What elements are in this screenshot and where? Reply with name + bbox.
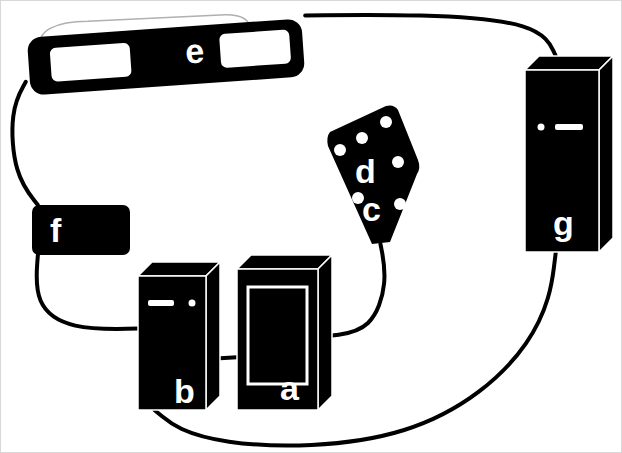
head-mounted-display: e [26, 4, 305, 95]
part-letter: g [553, 206, 574, 240]
left-lens [50, 43, 132, 82]
cable [332, 244, 384, 336]
controller-button [380, 116, 392, 128]
part-letter: a [280, 371, 299, 405]
computer-tower: g [525, 56, 613, 252]
computer-tower: b [138, 262, 220, 410]
tower-front [138, 276, 206, 410]
right-lens [219, 29, 291, 68]
device-shape [26, 4, 305, 95]
interface-body [32, 205, 130, 255]
screen-outline [248, 287, 307, 384]
cable [220, 355, 237, 360]
part-letter: e [184, 33, 205, 68]
controller-button [334, 144, 346, 156]
cable [305, 15, 556, 56]
controller-button [394, 198, 406, 210]
controller-button [392, 156, 404, 168]
part-letter: d [355, 154, 376, 188]
hand-controller: dc [328, 104, 420, 244]
drive-slot [148, 300, 174, 306]
power-light [538, 124, 545, 131]
interface-box: f [32, 205, 130, 255]
display-unit: a [237, 255, 332, 410]
part-letter: f [50, 213, 61, 247]
cable [154, 252, 555, 446]
cable [37, 255, 138, 329]
tower-side [206, 262, 220, 410]
controller-button [356, 132, 368, 144]
tower-side [599, 56, 613, 252]
controller-body [327, 106, 419, 245]
cable [12, 82, 37, 205]
tower-front [237, 269, 318, 410]
device-shape [32, 205, 130, 255]
tower-top [525, 56, 613, 70]
drive-slot [555, 124, 583, 130]
part-letter: c [362, 192, 381, 226]
tower-top [237, 255, 332, 269]
visor-body [27, 18, 305, 95]
power-light [189, 300, 196, 307]
tower-side [318, 255, 332, 410]
tower-front [525, 70, 599, 252]
part-letter: b [174, 374, 195, 408]
